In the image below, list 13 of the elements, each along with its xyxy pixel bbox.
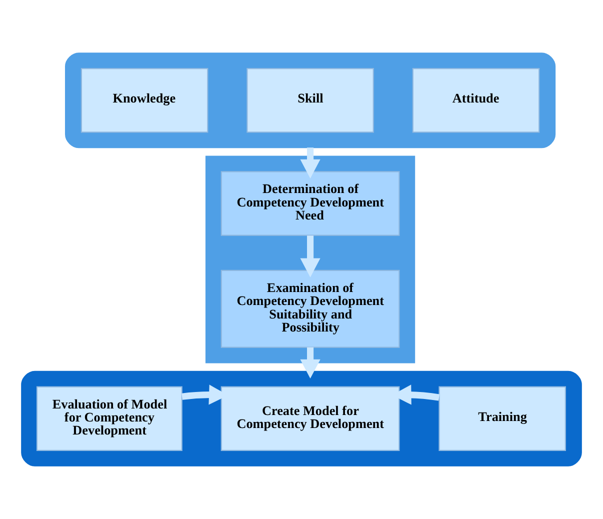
arrow: [300, 347, 320, 379]
node-box: Create Model for Competency Development: [220, 386, 400, 452]
node-box: Determination of Competency Development Need: [220, 171, 400, 236]
node-box: Knowledge: [80, 68, 208, 133]
node-box: Examination of Competency Development Suitability and Possibility: [220, 270, 400, 348]
node-box: Training: [438, 386, 566, 452]
node-box: Evaluation of Model for Competency Development: [36, 386, 182, 452]
cluster: [21, 370, 582, 466]
arrow: [300, 236, 320, 278]
node-box: Attitude: [412, 68, 540, 133]
cluster: [64, 52, 556, 148]
node-box: Skill: [246, 68, 374, 133]
arrow: [300, 148, 320, 178]
